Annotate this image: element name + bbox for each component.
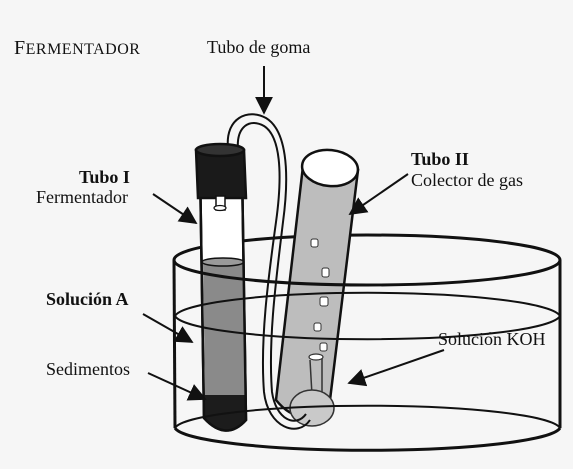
sediments-arrow xyxy=(147,372,207,401)
tube-2-subtitle: Colector de gas xyxy=(411,170,523,190)
hose-label: Tubo de goma xyxy=(207,37,311,57)
tube-2-title: Tubo II xyxy=(411,149,469,169)
solution-a-arrow xyxy=(142,313,194,343)
koh-label: Solución KOH xyxy=(438,329,546,349)
solution-a-label: Solución A xyxy=(46,289,129,309)
title-rest: ERMENTADOR xyxy=(25,41,141,58)
tube-1-fermenter xyxy=(194,142,248,432)
rubber-hose xyxy=(226,113,311,430)
beaker-front xyxy=(172,259,562,452)
tube-2-collector xyxy=(274,148,360,427)
tube-1-subtitle: Fermentador xyxy=(36,187,128,207)
tube-2-arrow xyxy=(348,173,409,216)
sediments-label: Sedimentos xyxy=(46,359,130,379)
tube-1-title: Tubo I xyxy=(79,167,130,187)
tube-1-arrow xyxy=(152,193,198,225)
diagram-title: FERMENTADOR xyxy=(14,38,140,58)
leader-arrows xyxy=(142,66,445,401)
beaker-back xyxy=(172,233,562,261)
koh-arrow xyxy=(347,349,445,387)
title-initial: F xyxy=(14,37,26,59)
